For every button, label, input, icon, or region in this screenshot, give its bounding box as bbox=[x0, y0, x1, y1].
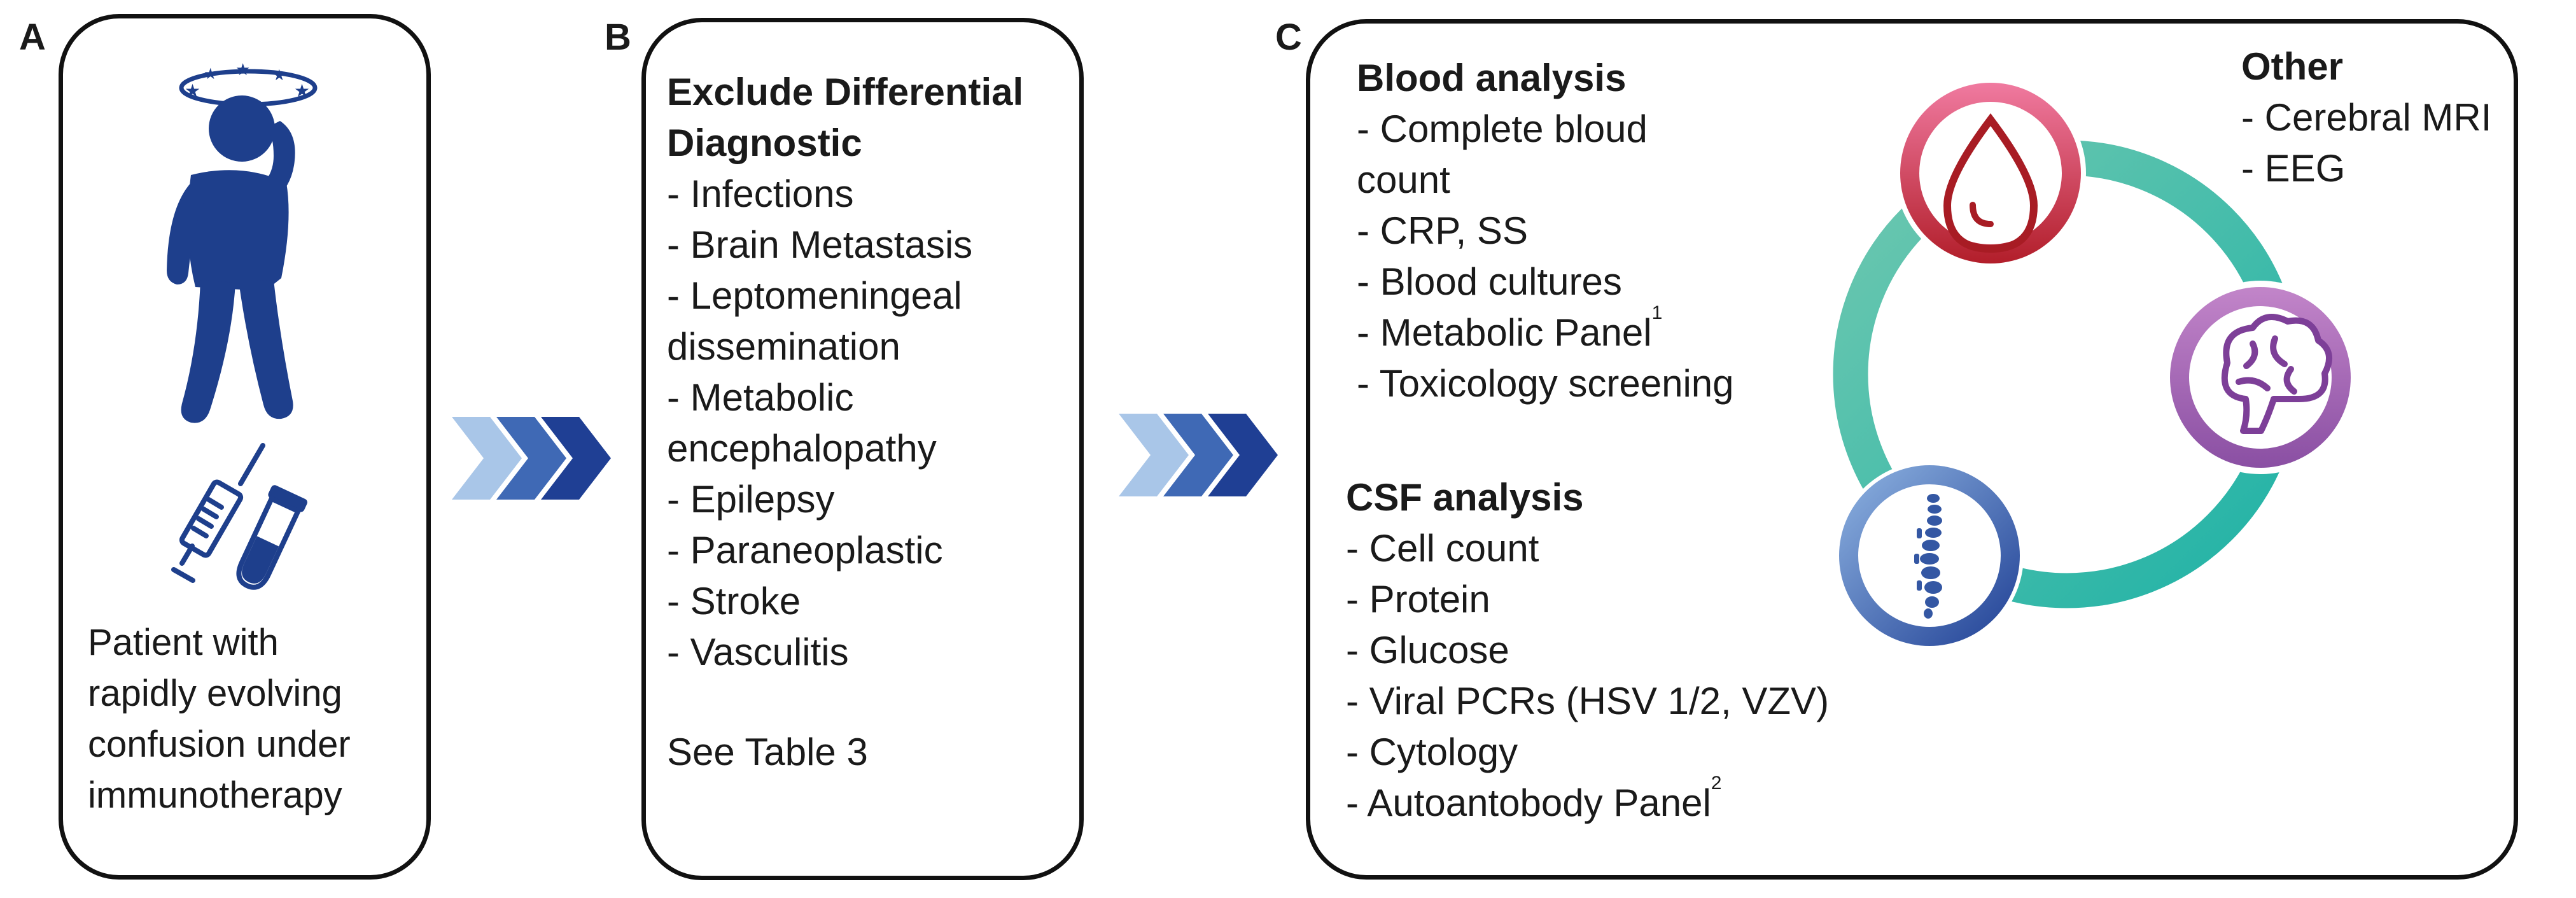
patient-caption-line: rapidly evolving bbox=[88, 673, 342, 714]
csf-analysis-item: - Protein bbox=[1346, 578, 1490, 621]
svg-text:★: ★ bbox=[294, 80, 310, 101]
syringe-icon bbox=[171, 443, 265, 583]
footnote-2: 2 bbox=[1711, 773, 1722, 794]
footnote-1: 1 bbox=[1651, 302, 1663, 323]
chevron-arrow-icon bbox=[1119, 414, 1278, 496]
dizzy-patient-icon: ★ ★ ★ ★ ★ bbox=[167, 60, 318, 423]
brain-icon bbox=[2164, 281, 2357, 474]
svg-text:★: ★ bbox=[235, 60, 250, 80]
patient-caption-line: immunotherapy bbox=[88, 775, 342, 816]
differential-title-line: Diagnostic bbox=[667, 122, 862, 164]
metabolic-panel-label: - Metabolic Panel bbox=[1357, 311, 1652, 354]
differential-item: - Stroke bbox=[667, 580, 801, 622]
differential-item: - Epilepsy bbox=[667, 478, 835, 521]
panel-a-letter: A bbox=[19, 17, 46, 58]
differential-item: - Vasculitis bbox=[667, 631, 849, 673]
blood-analysis-list: Blood analysis - Complete bloud count - … bbox=[1357, 53, 1734, 409]
other-analysis-list: Other - Cerebral MRI - EEG bbox=[2241, 41, 2491, 194]
blood-analysis-item: - Complete bloud bbox=[1357, 108, 1648, 150]
panel-c-letter: C bbox=[1275, 17, 1302, 58]
csf-analysis-list: CSF analysis - Cell count - Protein - Gl… bbox=[1346, 472, 1829, 829]
blood-analysis-item: - CRP, SS bbox=[1357, 209, 1528, 252]
autoantibody-panel-label: - Autoantobody Panel bbox=[1346, 782, 1711, 824]
svg-text:★: ★ bbox=[204, 65, 218, 83]
differential-title-line: Exclude Differential bbox=[667, 71, 1024, 113]
spine-icon bbox=[1835, 461, 2024, 650]
csf-analysis-item: - Glucose bbox=[1346, 629, 1509, 671]
chevron-arrow-icon bbox=[452, 417, 611, 500]
csf-analysis-item: - Viral PCRs (HSV 1/2, VZV) bbox=[1346, 680, 1830, 722]
differential-item: dissemination bbox=[667, 325, 900, 368]
panel-b-box bbox=[641, 18, 1084, 880]
other-analysis-item: - Cerebral MRI bbox=[2241, 96, 2492, 139]
blood-analysis-item: - Metabolic Panel1 bbox=[1357, 304, 1734, 358]
csf-analysis-title: CSF analysis bbox=[1346, 476, 1584, 519]
blood-analysis-title: Blood analysis bbox=[1357, 57, 1627, 99]
differential-item: - Brain Metastasis bbox=[667, 223, 973, 266]
differential-item: - Leptomeningeal bbox=[667, 274, 962, 317]
differential-item: - Paraneoplastic bbox=[667, 529, 943, 572]
differential-item: - Infections bbox=[667, 172, 854, 215]
panel-b-letter: B bbox=[605, 17, 631, 58]
differential-diagnosis-list: Exclude Differential Diagnostic - Infect… bbox=[667, 67, 1023, 678]
other-analysis-title: Other bbox=[2241, 45, 2344, 88]
test-tube-icon bbox=[236, 485, 307, 590]
see-table-note: See Table 3 bbox=[667, 731, 868, 773]
blood-analysis-item: - Toxicology screening bbox=[1357, 362, 1734, 405]
blood-analysis-item: - Blood cultures bbox=[1357, 260, 1622, 303]
csf-analysis-item: - Cytology bbox=[1346, 731, 1518, 773]
patient-caption-line: Patient with bbox=[88, 622, 279, 663]
patient-caption: Patient with rapidly evolving confusion … bbox=[88, 617, 351, 821]
analysis-cycle-diagram bbox=[1833, 78, 2357, 650]
csf-analysis-item: - Cell count bbox=[1346, 527, 1539, 570]
blood-drop-icon bbox=[1895, 78, 2086, 269]
svg-text:★: ★ bbox=[272, 66, 286, 84]
svg-text:★: ★ bbox=[185, 80, 200, 101]
differential-item: - Metabolic bbox=[667, 376, 854, 419]
differential-item: encephalopathy bbox=[667, 427, 937, 470]
csf-analysis-item: - Autoantobody Panel2 bbox=[1346, 774, 1829, 829]
other-analysis-item: - EEG bbox=[2241, 147, 2346, 190]
blood-analysis-item: count bbox=[1357, 158, 1450, 201]
patient-caption-line: confusion under bbox=[88, 724, 351, 765]
